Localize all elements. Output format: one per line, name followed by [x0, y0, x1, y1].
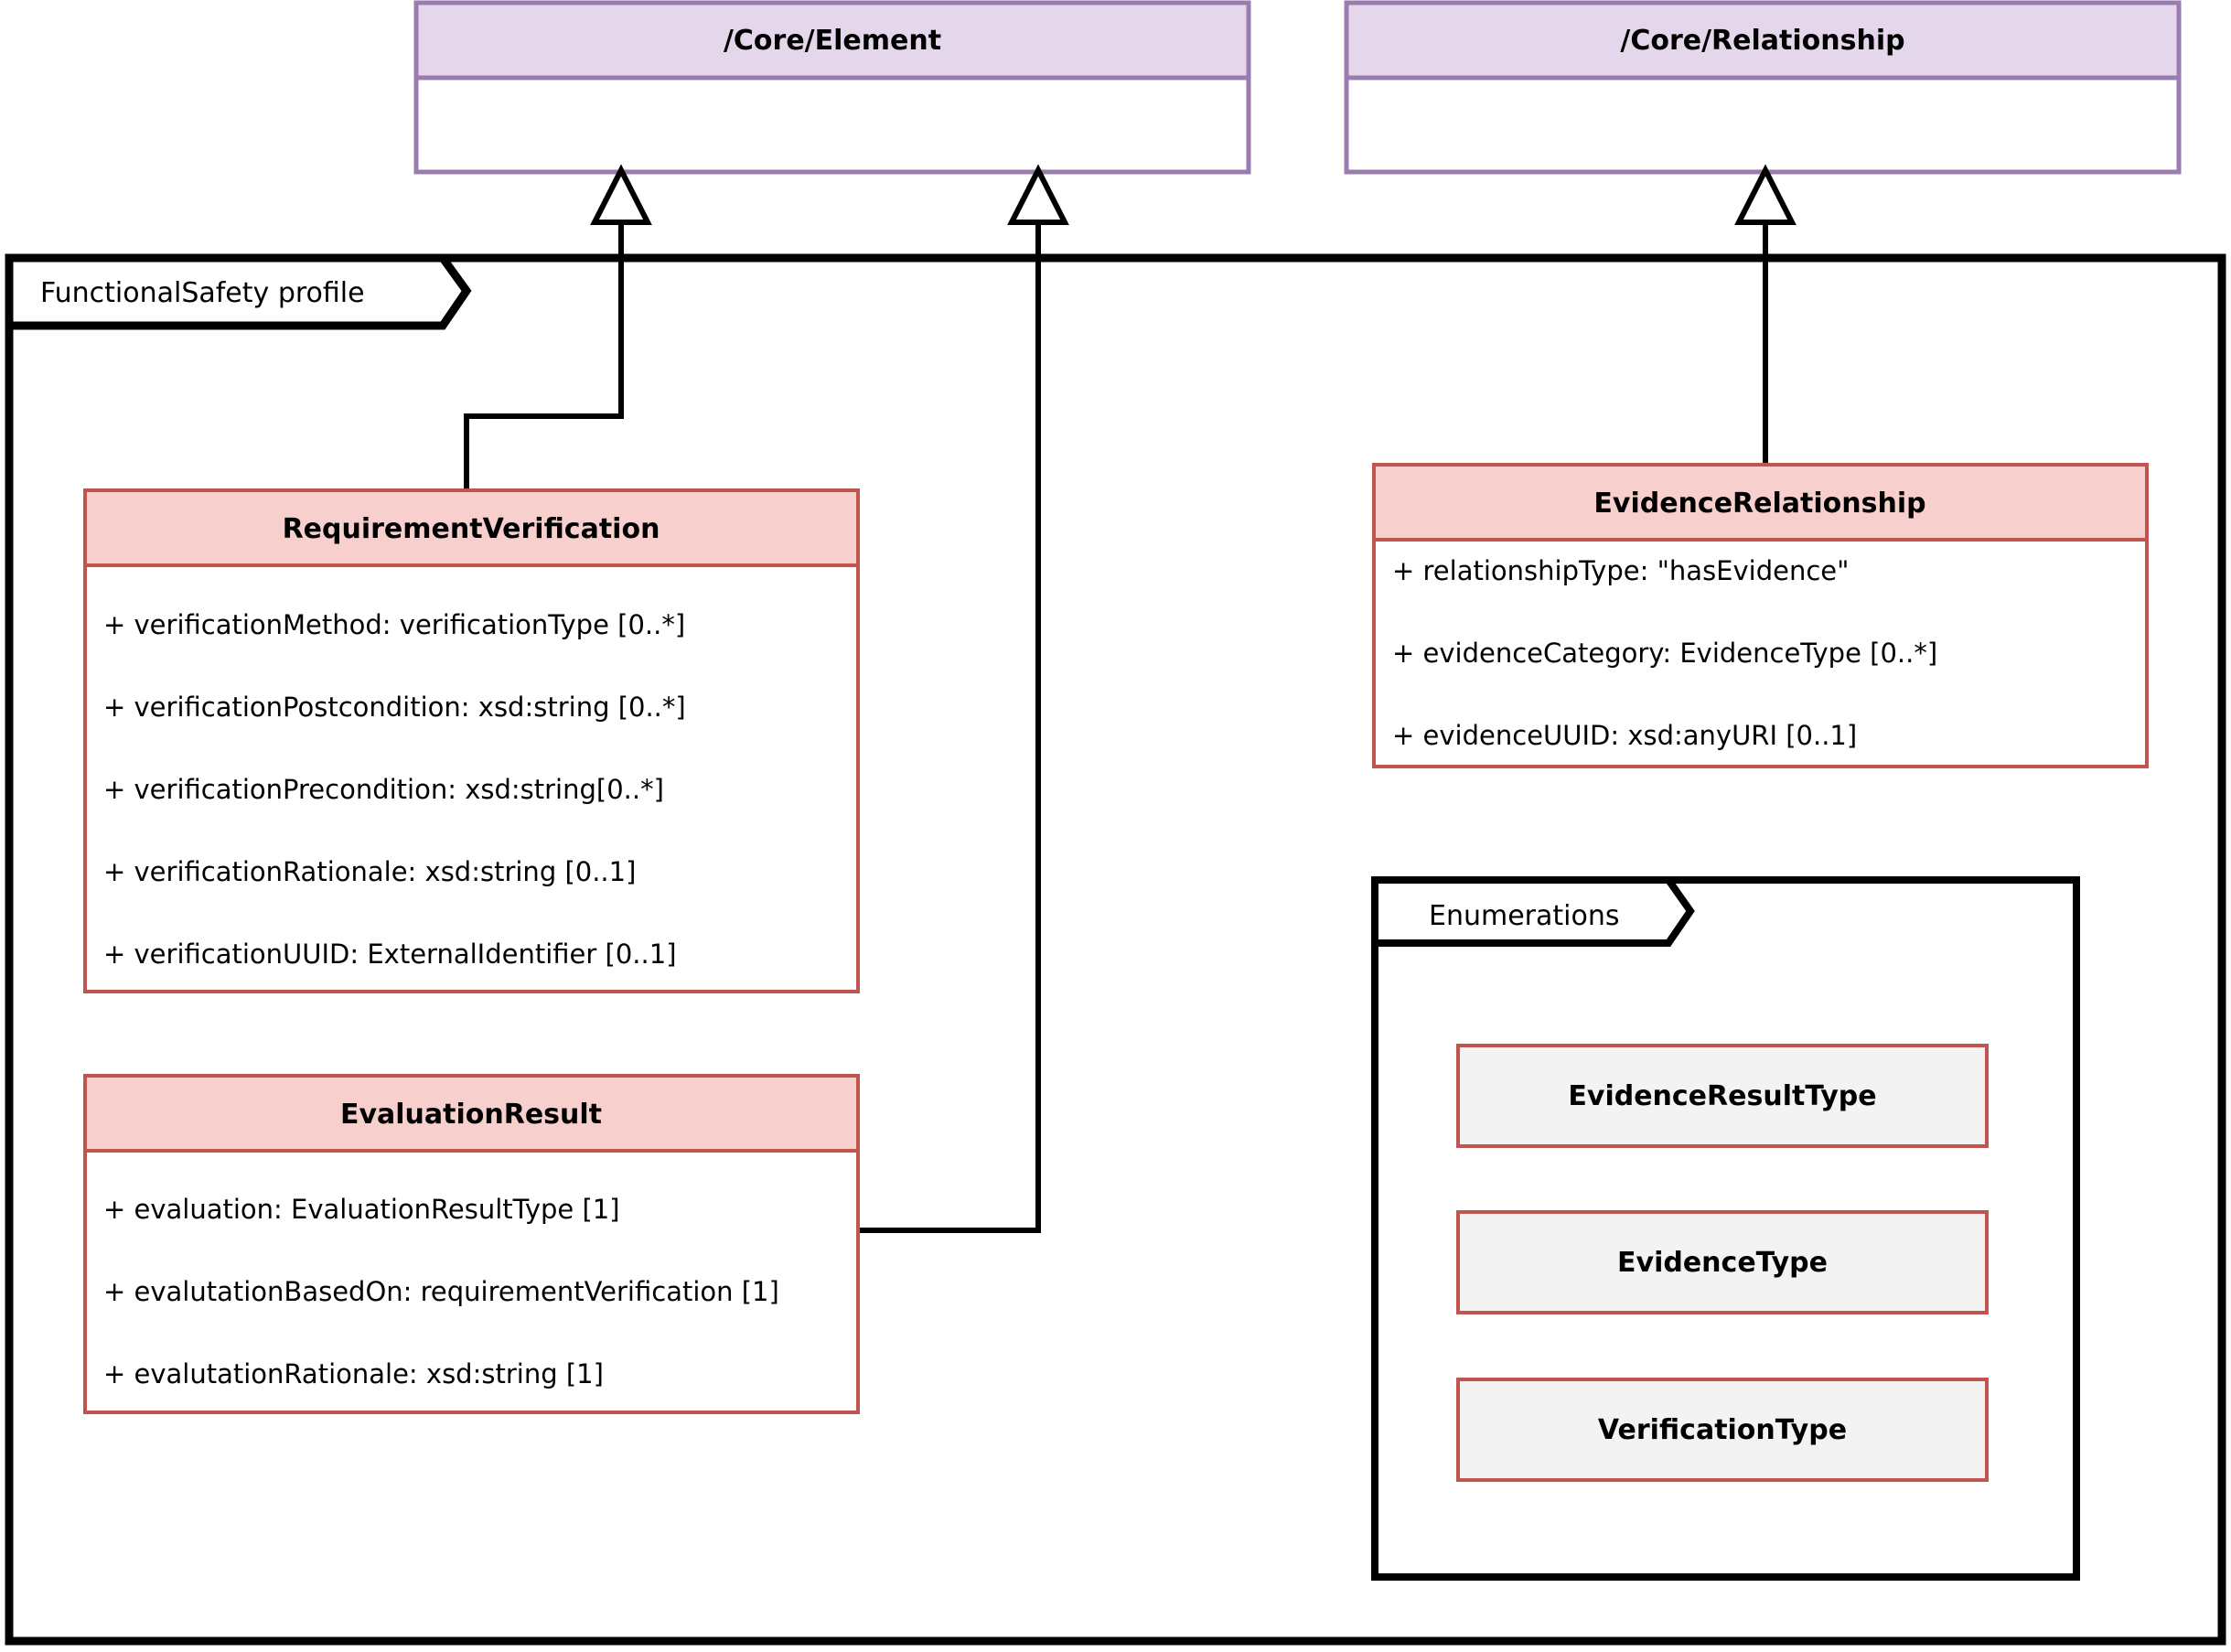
attribute-row: + relationshipType: "hasEvidence"	[1392, 555, 1849, 586]
class-core-element-title: /Core/Element	[724, 25, 941, 57]
class-evidencerelationship-title: EvidenceRelationship	[1593, 488, 1925, 520]
class-evidencerelationship[interactable]: EvidenceRelationship + relationshipType:…	[1372, 463, 2149, 768]
class-requirementverification[interactable]: RequirementVerification + verificationMe…	[83, 488, 860, 993]
attribute-row: + evidenceUUID: xsd:anyURI [0..1]	[1392, 720, 1857, 751]
attribute-row: + verificationPrecondition: xsd:string[0…	[103, 774, 664, 805]
class-evaluationresult-title: EvaluationResult	[340, 1099, 602, 1131]
class-evaluationresult[interactable]: EvaluationResult + evaluation: Evaluatio…	[83, 1074, 860, 1414]
package-functionalsafety-profile: FunctionalSafety profile	[5, 253, 2226, 1646]
enum-evidenceresulttype[interactable]: EvidenceResultType	[1456, 1044, 1989, 1148]
attribute-row: + verificationMethod: verificationType […	[103, 609, 685, 640]
attribute-row: + verificationPostcondition: xsd:string …	[103, 692, 686, 723]
package-enumerations-tab-shape	[1371, 876, 1695, 947]
generalization-arrowhead-icon	[590, 164, 652, 225]
attribute-row: + evalutationRationale: xsd:string [1]	[103, 1358, 604, 1389]
package-tab-shape	[5, 253, 472, 330]
package-label: FunctionalSafety profile	[40, 277, 365, 309]
enum-verificationtype-label: VerificationType	[1598, 1414, 1847, 1446]
class-core-element[interactable]: /Core/Element	[413, 0, 1251, 175]
generalization-requirementverification-to-core-element	[464, 183, 624, 499]
package-enumerations: Enumerations EvidenceResultType Evidence…	[1371, 876, 2080, 1581]
class-core-relationship[interactable]: /Core/Relationship	[1344, 0, 2182, 175]
attribute-row: + evalutationBasedOn: requirementVerific…	[103, 1276, 779, 1307]
attribute-row: + evidenceCategory: EvidenceType [0..*]	[1392, 638, 1937, 669]
attribute-row: + verificationUUID: ExternalIdentifier […	[103, 939, 677, 970]
generalization-evaluationresult-to-core-element	[858, 183, 1041, 1233]
generalization-arrowhead-icon	[1007, 164, 1069, 225]
enum-evidenceresulttype-label: EvidenceResultType	[1568, 1080, 1876, 1112]
class-core-relationship-title: /Core/Relationship	[1620, 25, 1904, 57]
attribute-row: + verificationRationale: xsd:string [0..…	[103, 856, 636, 887]
enum-evidencetype[interactable]: EvidenceType	[1456, 1210, 1989, 1314]
attribute-row: + evaluation: EvaluationResultType [1]	[103, 1194, 620, 1225]
class-requirementverification-title: RequirementVerification	[283, 513, 660, 545]
generalization-arrowhead-icon	[1734, 164, 1797, 225]
generalization-arrowheads	[590, 164, 1797, 225]
generalization-connectors	[464, 183, 1768, 1233]
package-enumerations-label: Enumerations	[1429, 900, 1619, 932]
enum-verificationtype[interactable]: VerificationType	[1456, 1378, 1989, 1482]
enum-evidencetype-label: EvidenceType	[1617, 1247, 1828, 1279]
